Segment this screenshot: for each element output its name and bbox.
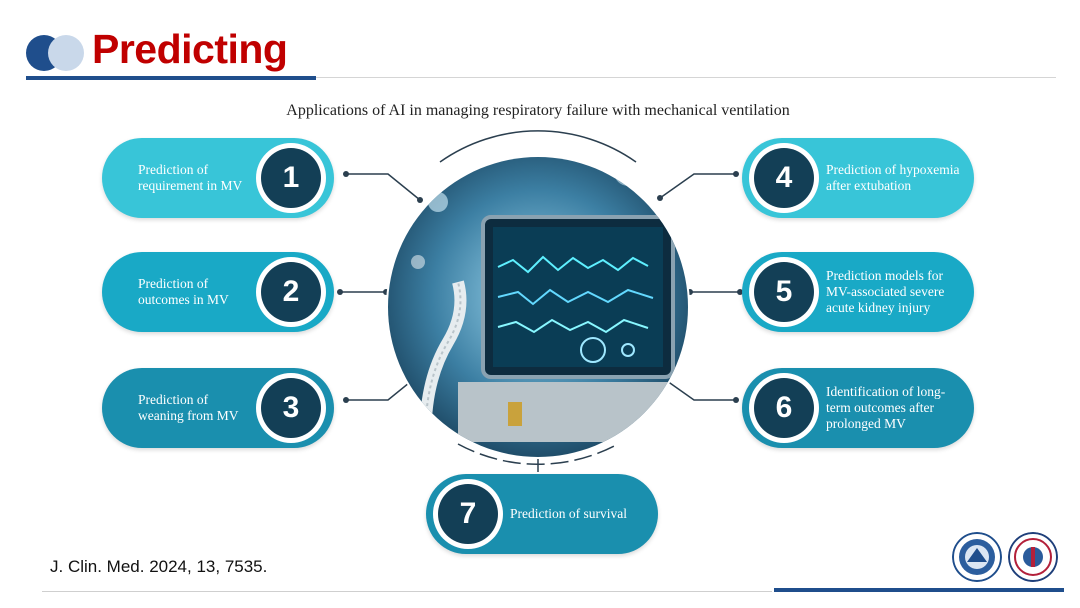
- citation: J. Clin. Med. 2024, 13, 7535.: [50, 557, 268, 576]
- number-badge: 2: [256, 257, 326, 327]
- number-badge: 3: [256, 373, 326, 443]
- application-item-5: 5 Prediction models for MV-associated se…: [742, 252, 974, 332]
- number-badge: 5: [749, 257, 819, 327]
- application-item-label: Prediction of hypoxemia after extubation: [826, 162, 960, 193]
- central-ventilator-image: [337, 130, 743, 472]
- number-badge: 7: [433, 479, 503, 549]
- application-item-label: Prediction of survival: [510, 506, 627, 521]
- application-item-6: 6 Identification of long-term outcomes a…: [742, 368, 974, 448]
- application-item-label: Identification of long-term outcomes aft…: [826, 384, 946, 431]
- number-badge: 4: [749, 143, 819, 213]
- title-bullet-icon: [26, 35, 86, 71]
- medical-university-seal-icon: [1008, 532, 1058, 582]
- header-accent-line: [26, 76, 316, 80]
- university-seal-icon: [952, 532, 1002, 582]
- header-divider: [316, 77, 1056, 78]
- slide-title: Predicting: [92, 26, 288, 72]
- application-item-1: Prediction of requirement in MV 1: [102, 138, 334, 218]
- ai-applications-figure: Applications of AI in managing respirato…: [88, 92, 980, 562]
- application-item-4: 4 Prediction of hypoxemia after extubati…: [742, 138, 974, 218]
- application-item-label: Prediction of weaning from MV: [138, 392, 239, 423]
- application-item-label: Prediction of requirement in MV: [138, 162, 243, 193]
- footer-accent-line: [774, 588, 1064, 592]
- application-item-2: Prediction of outcomes in MV 2: [102, 252, 334, 332]
- number-badge: 6: [749, 373, 819, 443]
- application-item-3: Prediction of weaning from MV 3: [102, 368, 334, 448]
- application-item-7: 7 Prediction of survival: [426, 474, 658, 554]
- application-item-label: Prediction of outcomes in MV: [138, 276, 229, 307]
- application-item-label: Prediction models for MV-associated seve…: [826, 268, 945, 315]
- number-badge: 1: [256, 143, 326, 213]
- footer-divider: [42, 591, 772, 592]
- figure-caption: Applications of AI in managing respirato…: [286, 102, 790, 119]
